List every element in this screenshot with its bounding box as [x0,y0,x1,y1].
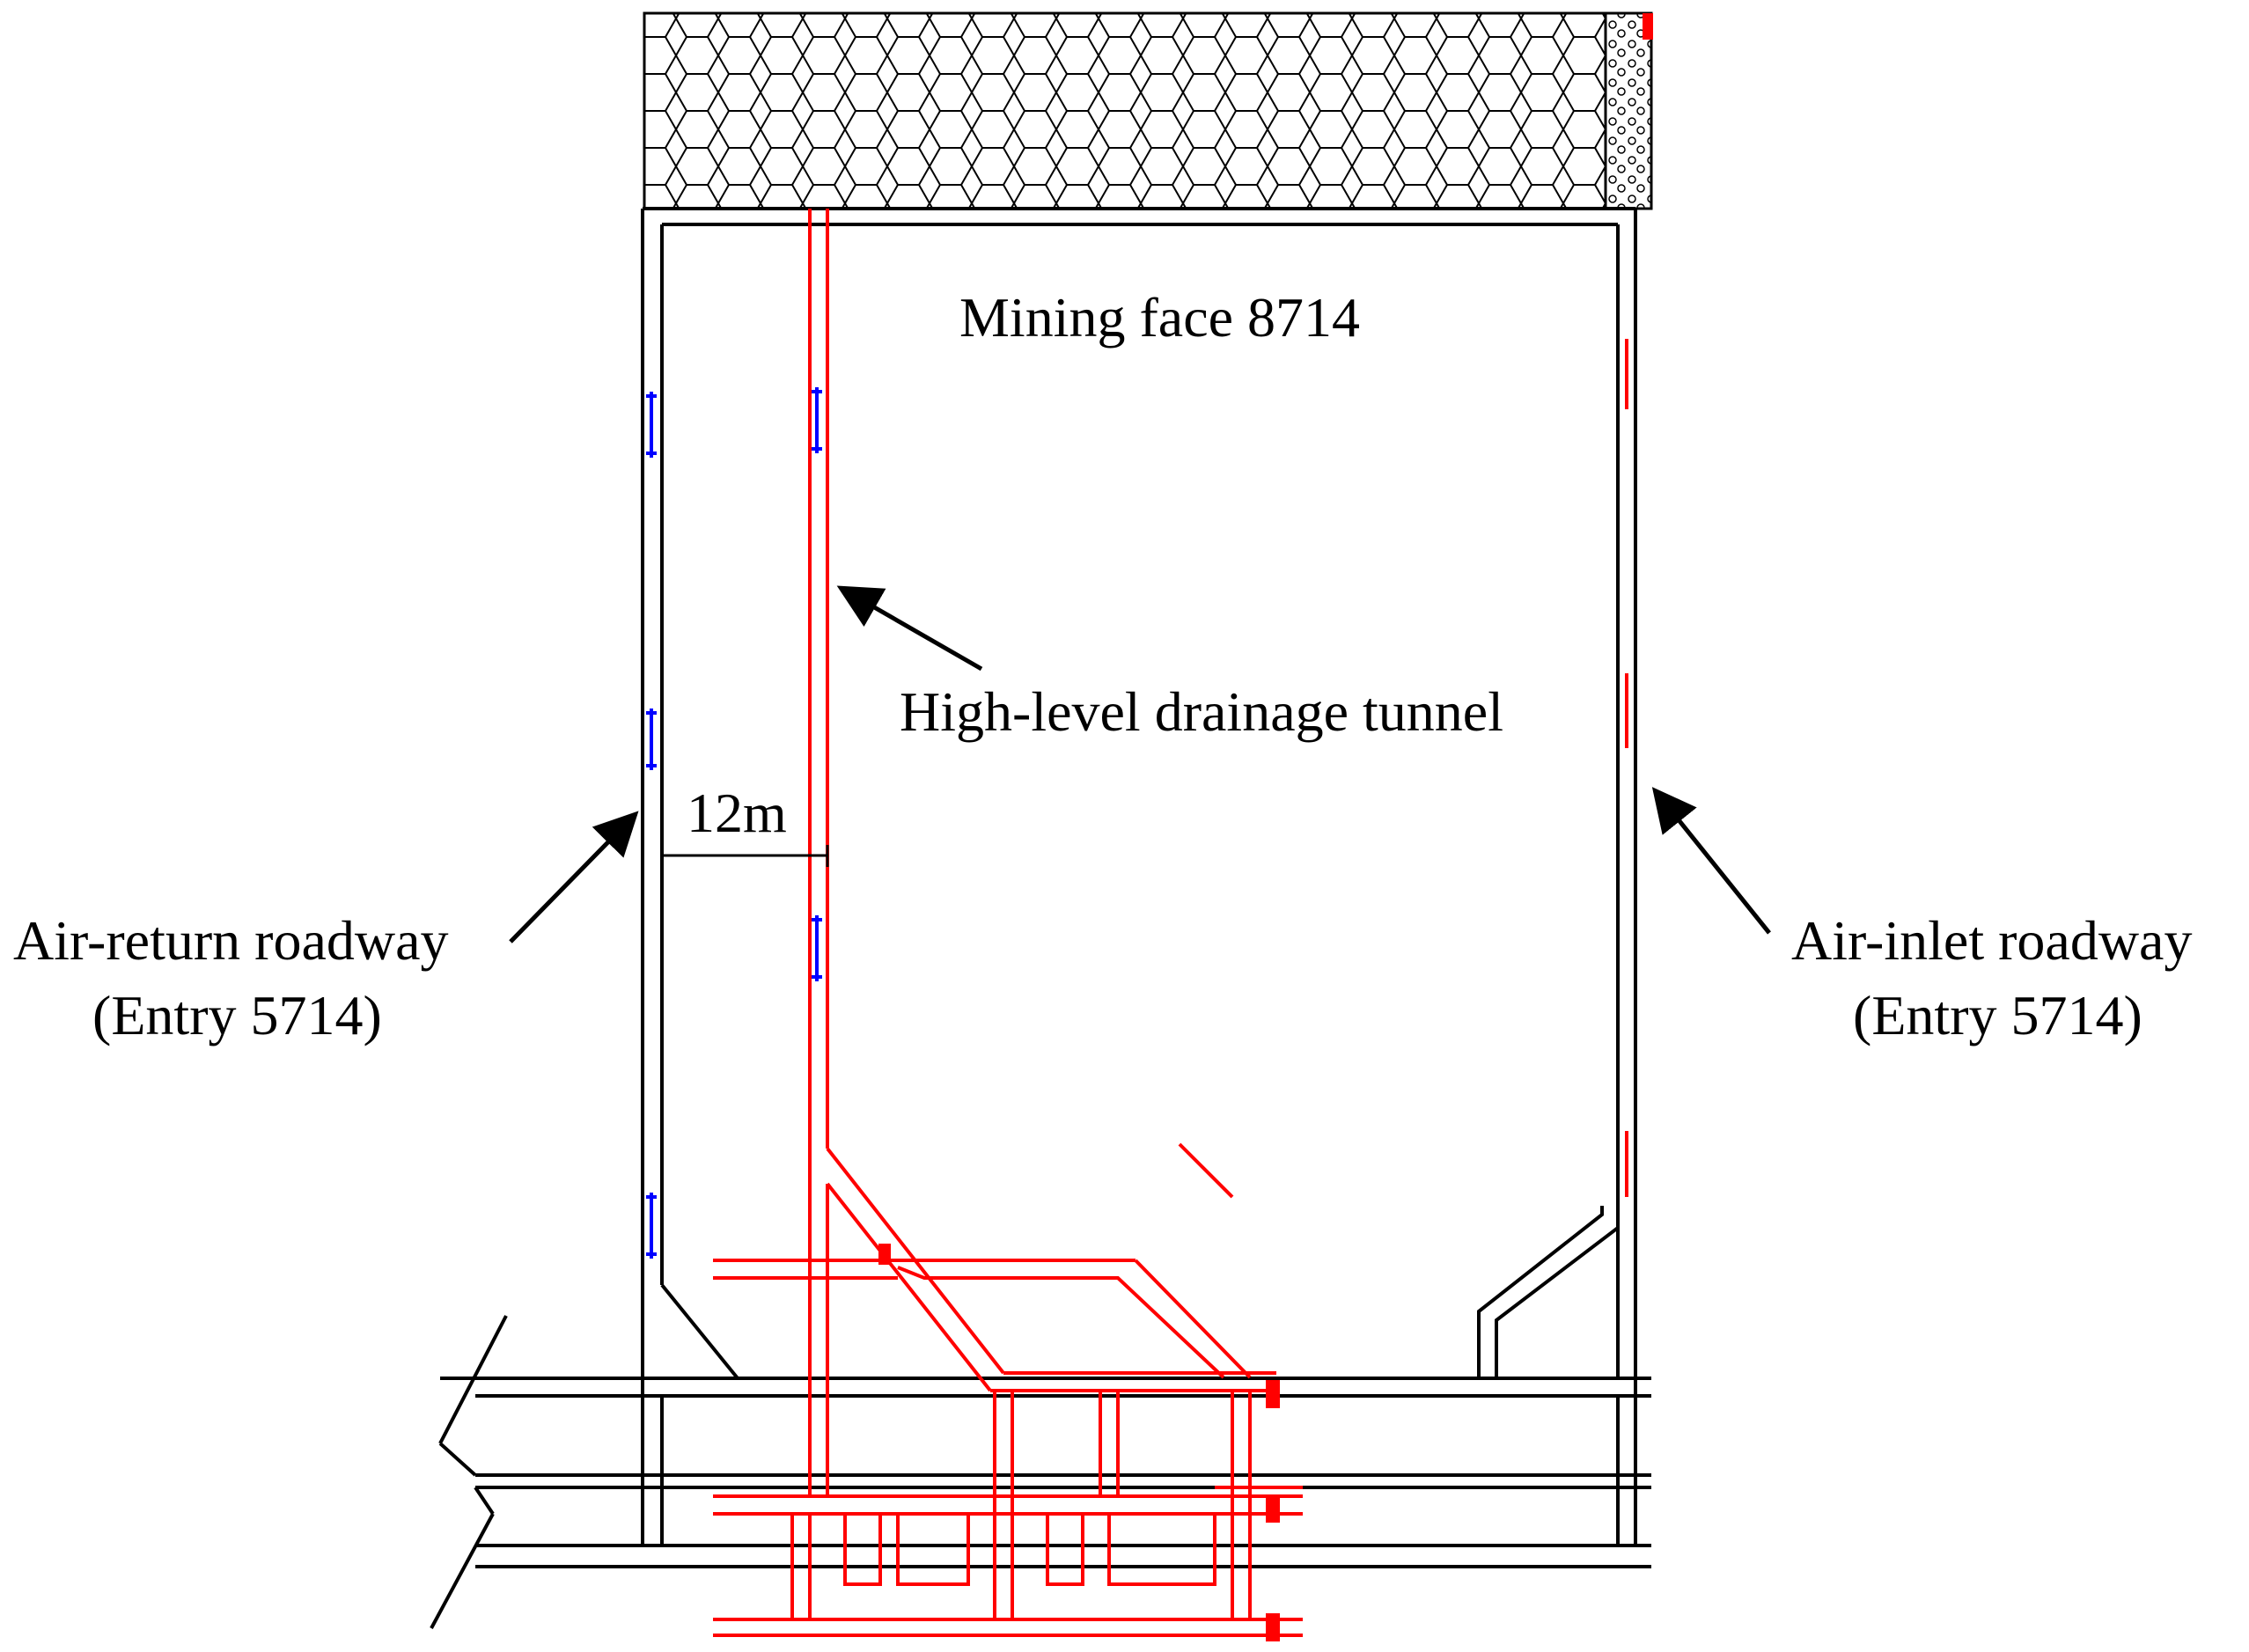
air-return-roadway [641,209,739,1546]
distance-dimension [660,845,829,867]
distance-label: 12m [687,782,787,844]
annotation-arrows [509,585,1771,943]
air-inlet-roadway [1616,209,1637,1546]
arrow-to-drainage-tunnel [836,585,983,672]
goaf-area [643,11,1653,210]
arrow-to-air-inlet [1651,787,1771,935]
air-inlet-label-line2: (Entry 5714) [1853,984,2142,1046]
arrow-to-air-return [509,811,639,943]
main-roadways [430,1206,1651,1629]
air-return-markers [646,387,822,1259]
air-return-label-line1: Air-return roadway [13,909,449,972]
air-inlet-label-line1: Air-inlet roadway [1791,909,2192,972]
mining-face-label: Mining face 8714 [959,286,1360,349]
mining-face-boundary [643,207,1635,226]
drainage-tunnel-label: High-level drainage tunnel [900,680,1503,743]
drainage-tunnel [713,209,1303,1641]
air-return-label-line2: (Entry 5714) [92,984,382,1046]
